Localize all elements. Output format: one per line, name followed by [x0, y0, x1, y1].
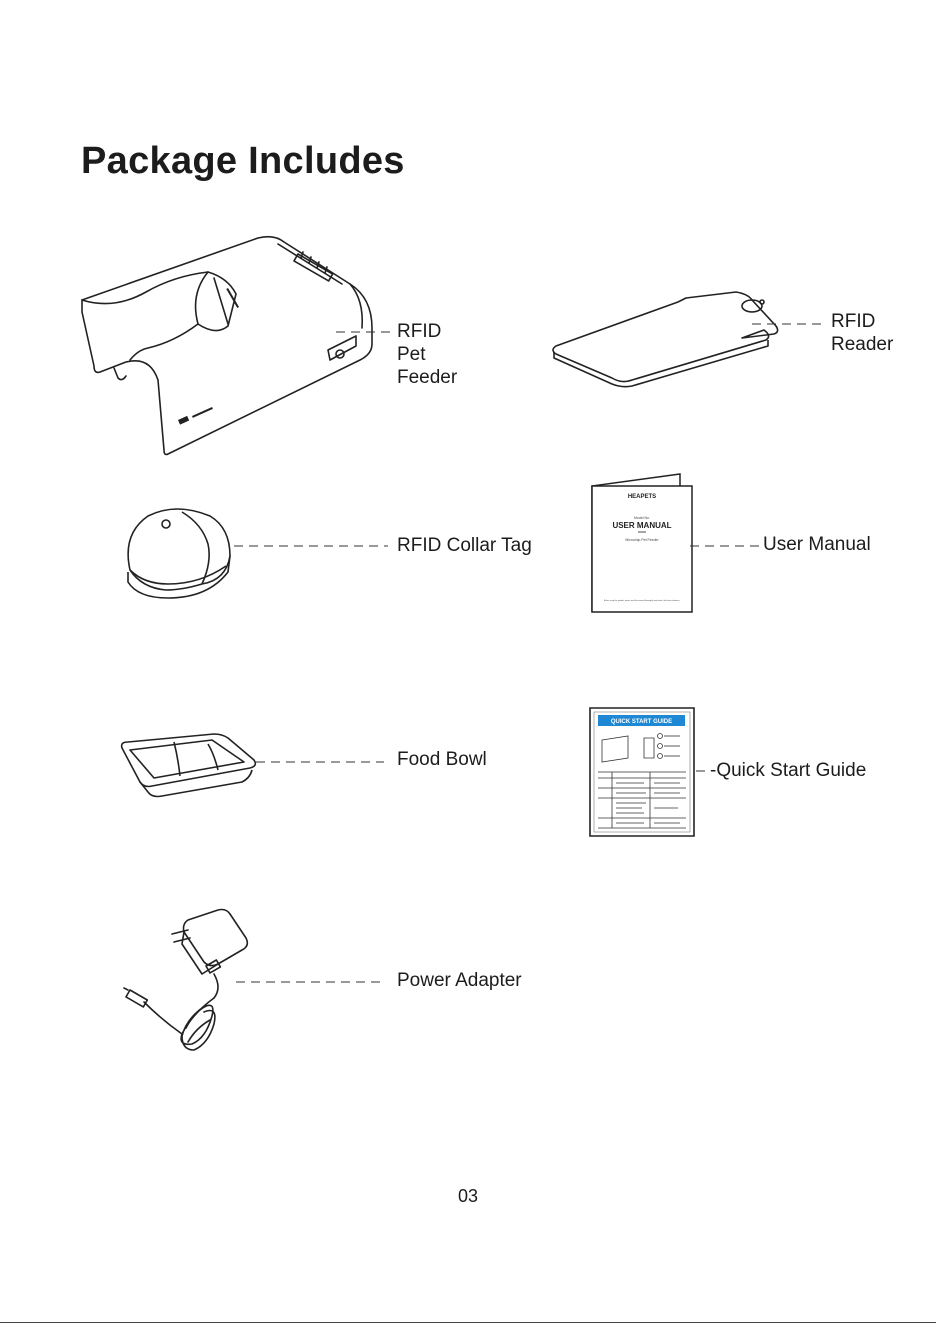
label-user-manual: User Manual — [763, 533, 871, 556]
label-quick-start-guide: -Quick Start Guide — [710, 759, 866, 782]
page-number: 03 — [0, 1186, 936, 1207]
label-rfid-reader: RFID Reader — [831, 310, 907, 356]
label-power-adapter: Power Adapter — [397, 969, 522, 992]
label-rfid-pet-feeder: RFID Pet Feeder — [397, 320, 475, 389]
bottom-rule — [0, 1322, 936, 1323]
label-rfid-collar-tag: RFID Collar Tag — [397, 534, 532, 557]
label-food-bowl: Food Bowl — [397, 748, 487, 771]
